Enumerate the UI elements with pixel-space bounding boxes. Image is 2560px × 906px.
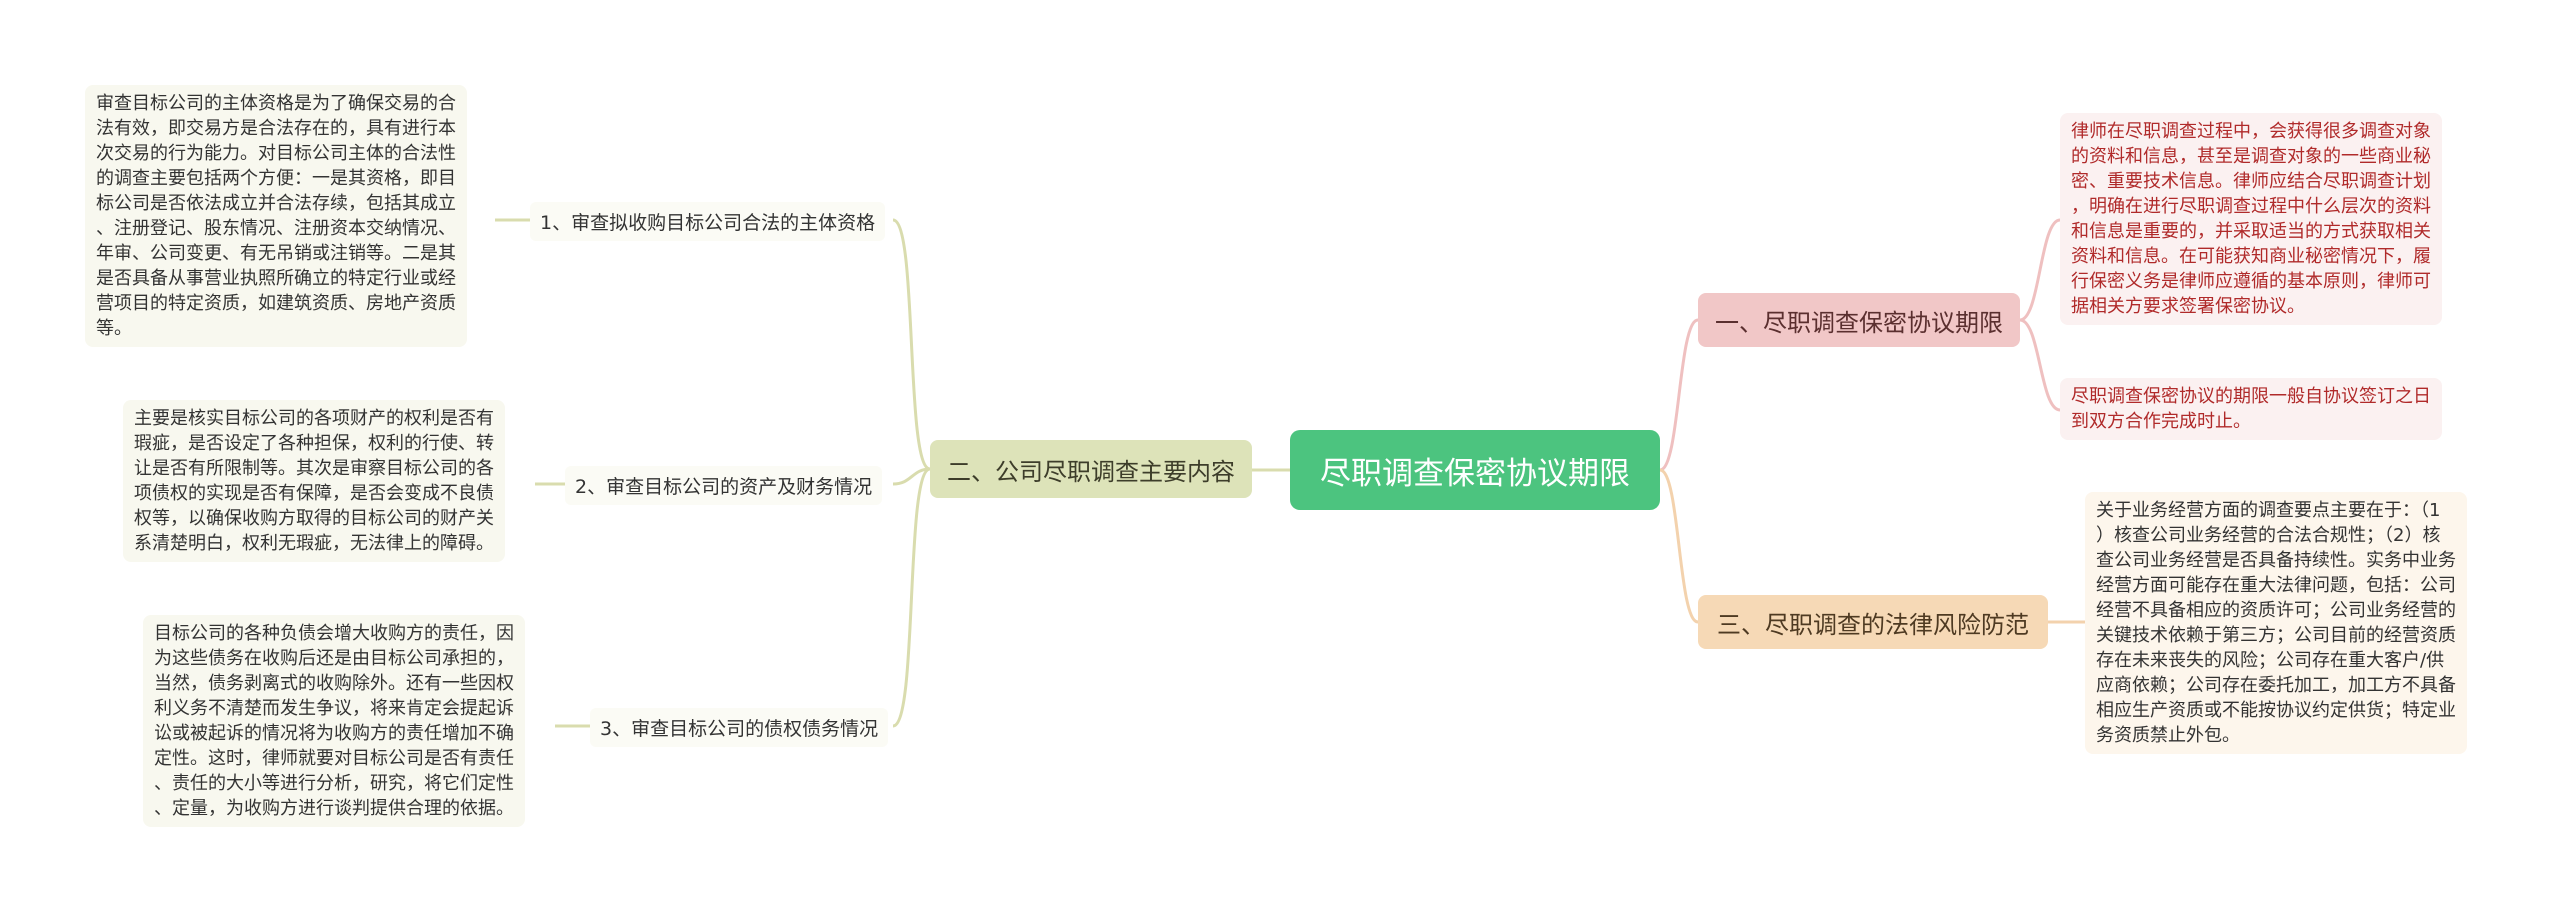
- link-left-sub2: [892, 467, 931, 486]
- text-line: 权等，以确保收购方取得的目标公司的财产关: [134, 508, 494, 529]
- text-line: 瑕疵，是否设定了各种担保，权利的行使、转: [134, 433, 494, 454]
- text-line: 让是否有所限制等。其次是审察目标公司的各: [134, 458, 494, 479]
- text-line: 、定量，为收购方进行谈判提供合理的依据。: [154, 798, 514, 819]
- text-line: 、注册登记、股东情况、注册资本交纳情况、: [96, 218, 456, 239]
- leaf-assets-finance: 主要是核实目标公司的各项财产的权利是否有 瑕疵，是否设定了各种担保，权利的行使、…: [123, 400, 505, 562]
- text-line: 项债权的实现是否有保障，是否会变成不良债: [134, 483, 494, 504]
- text-line: 到双方合作完成时止。: [2071, 411, 2251, 432]
- text-line: 年审、公司变更、有无吊销或注销等。二是其: [96, 243, 456, 264]
- text-line: 讼或被起诉的情况将为收购方的责任增加不确: [154, 723, 514, 744]
- text-line: 关于业务经营方面的调查要点主要在于：（1: [2096, 500, 2441, 521]
- text-line: 系清楚明白，权利无瑕疵，无法律上的障碍。: [134, 533, 494, 554]
- text-line: 存在未来丧失的风险；公司存在重大客户/供: [2096, 650, 2445, 671]
- text-line: 的调查主要包括两个方便：一是其资格，即目: [96, 168, 456, 189]
- text-line: 和信息是重要的，并采取适当的方式获取相关: [2071, 221, 2431, 242]
- text-line: 务资质禁止外包。: [2096, 725, 2240, 746]
- text-line: 关键技术依赖于第三方；公司目前的经营资质: [2096, 625, 2456, 646]
- subtopic-debts[interactable]: 3、审查目标公司的债权债务情况: [590, 708, 889, 747]
- text-line: 行保密义务是律师应遵循的基本原则，律师可: [2071, 271, 2431, 292]
- text-line: 相应生产资质或不能按协议约定供货；特定业: [2096, 700, 2456, 721]
- text-line: 应商依赖；公司存在委托加工，加工方不具备: [2096, 675, 2456, 696]
- branch-main-content[interactable]: 二、公司尽职调查主要内容: [930, 440, 1252, 498]
- text-line: 利义务不清楚而发生争议，将来肯定会提起诉: [154, 698, 514, 719]
- text-line: 营项目的特定资质，如建筑资质、房地产资质: [96, 293, 456, 314]
- leaf-confidentiality-duty: 律师在尽职调查过程中，会获得很多调查对象 的资料和信息，甚至是调查对象的一些商业…: [2060, 113, 2442, 325]
- text-line: 、责任的大小等进行分析，研究，将它们定性: [154, 773, 514, 794]
- subtopic-assets-finance[interactable]: 2、审查目标公司的资产及财务情况: [565, 466, 883, 505]
- text-line: ）核查公司业务经营的合法合规性；（2）核: [2096, 525, 2441, 546]
- subtopic-entity-qualification[interactable]: 1、审查拟收购目标公司合法的主体资格: [530, 202, 886, 241]
- text-line: 资料和信息。在可能获知商业秘密情况下，履: [2071, 246, 2431, 267]
- text-line: 主要是核实目标公司的各项财产的权利是否有: [134, 408, 494, 429]
- text-line: 标公司是否依法成立并合法存续，包括其成立: [96, 193, 456, 214]
- text-line: 目标公司的各种负债会增大收购方的责任，因: [154, 623, 514, 644]
- text-line: 当然，债务剥离式的收购除外。还有一些因权: [154, 673, 514, 694]
- link-root-r3: [1659, 468, 1699, 624]
- text-line: 为这些债务在收购后还是由目标公司承担的，: [154, 648, 514, 669]
- text-line: 定性。这时，律师就要对目标公司是否有责任: [154, 748, 514, 769]
- leaf-debts: 目标公司的各种负债会增大收购方的责任，因 为这些债务在收购后还是由目标公司承担的…: [143, 615, 525, 827]
- branch-confidentiality-term[interactable]: 一、尽职调查保密协议期限: [1698, 293, 2020, 347]
- text-line: 查公司业务经营是否具备持续性。实务中业务: [2096, 550, 2456, 571]
- text-line: 等。: [96, 318, 132, 339]
- text-line: 经营方面可能存在重大法律问题，包括：公司: [2096, 575, 2456, 596]
- text-line: 是否具备从事营业执照所确立的特定行业或经: [96, 268, 456, 289]
- text-line: 尽职调查保密协议的期限一般自协议签订之日: [2071, 386, 2431, 407]
- link-left-sub1: [892, 218, 931, 471]
- text-line: 律师在尽职调查过程中，会获得很多调查对象: [2071, 121, 2431, 142]
- link-left-sub3: [892, 467, 931, 728]
- link-root-r1: [1659, 318, 1699, 472]
- branch-legal-risk[interactable]: 三、尽职调查的法律风险防范: [1698, 595, 2048, 649]
- link-r1-leaf1: [2019, 218, 2061, 322]
- text-line: ，明确在进行尽职调查过程中什么层次的资料: [2071, 196, 2431, 217]
- text-line: 据相关方要求签署保密协议。: [2071, 296, 2305, 317]
- text-line: 法有效，即交易方是合法存在的，具有进行本: [96, 118, 456, 139]
- leaf-entity-qualification: 审查目标公司的主体资格是为了确保交易的合 法有效，即交易方是合法存在的，具有进行…: [85, 85, 467, 347]
- root-topic[interactable]: 尽职调查保密协议期限: [1290, 430, 1660, 510]
- text-line: 经营不具备相应的资质许可；公司业务经营的: [2096, 600, 2456, 621]
- text-line: 次交易的行为能力。对目标公司主体的合法性: [96, 143, 456, 164]
- text-line: 审查目标公司的主体资格是为了确保交易的合: [96, 93, 456, 114]
- leaf-confidentiality-period: 尽职调查保密协议的期限一般自协议签订之日 到双方合作完成时止。: [2060, 378, 2442, 440]
- leaf-business-risk: 关于业务经营方面的调查要点主要在于：（1 ）核查公司业务经营的合法合规性；（2）…: [2085, 492, 2467, 754]
- link-r1-leaf2: [2019, 318, 2061, 412]
- text-line: 密、重要技术信息。律师应结合尽职调查计划: [2071, 171, 2431, 192]
- text-line: 的资料和信息，甚至是调查对象的一些商业秘: [2071, 146, 2431, 167]
